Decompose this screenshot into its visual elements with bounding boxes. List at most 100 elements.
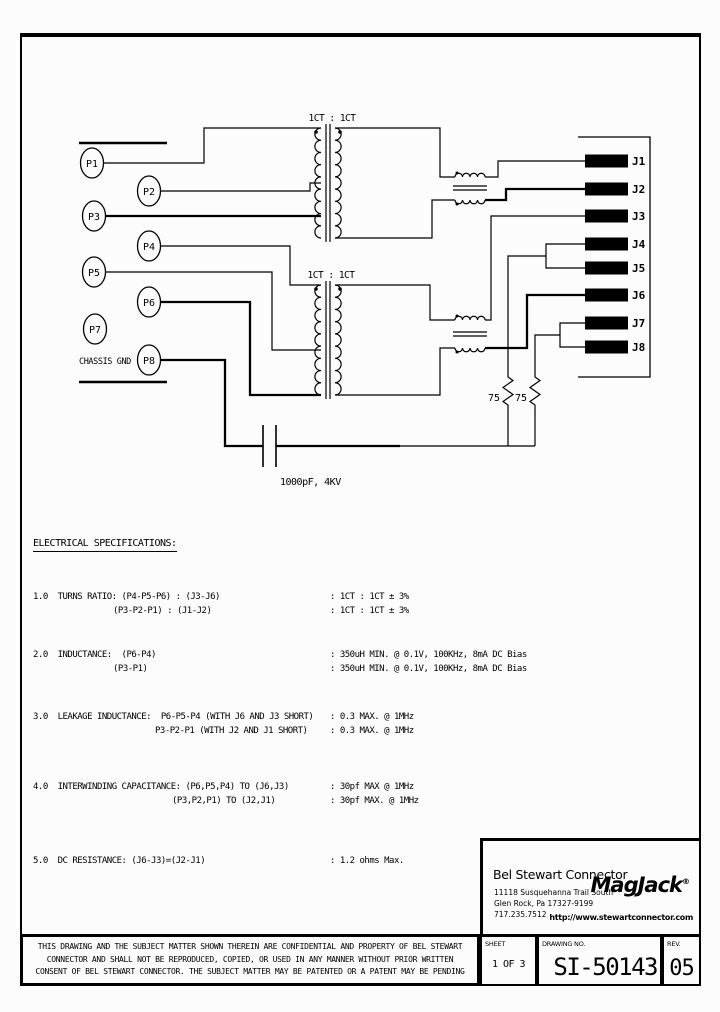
sheet-value: 1 OF 3	[491, 959, 526, 970]
transformer-1-primary-coil	[314, 127, 322, 239]
wires-thin	[103, 127, 585, 447]
pin-p7: P7	[82, 313, 108, 345]
polarity-dot	[455, 202, 459, 206]
wire-p2	[160, 182, 321, 192]
spec-3-line-1-value: : 0.3 MAX. @ 1MHz	[330, 712, 414, 722]
spec-4-line-2-value: : 30pf MAX. @ 1MHz	[330, 796, 419, 806]
pin-j5-label: J5	[632, 262, 645, 275]
rev-label: REV.	[667, 940, 681, 948]
wire-j7-j8-tie	[559, 322, 585, 348]
polarity-dot	[338, 287, 342, 291]
pin-j8-label: J8	[632, 341, 645, 354]
company-address-line1: 11118 Susquehanna Trail South	[494, 888, 614, 897]
spec-1-line-2-value: : 1CT : 1CT ± 3%	[330, 606, 409, 616]
pin-j4-label: J4	[632, 238, 646, 251]
wire-p6	[160, 300, 321, 397]
wire-j4-j5-tie	[545, 243, 585, 269]
transformer-2: 1CT : 1CT	[308, 270, 356, 399]
spec-4-line-2-left: (P3,P2,P1) TO (J2,J1)	[172, 796, 276, 806]
pin-p1-label: P1	[86, 159, 98, 170]
pin-p6-label: P6	[143, 298, 155, 309]
choke-1-bottom-coil	[454, 199, 486, 205]
spec-5-line-1-left: 5.0 DC RESISTANCE: (J6-J3)=(J2-J1)	[33, 856, 206, 866]
pin-j6-pad	[585, 288, 628, 302]
transformer-2-label: 1CT : 1CT	[308, 270, 356, 281]
title-block-company: Bel Stewart Connector 11118 Susquehanna …	[480, 838, 701, 934]
choke-2-top-coil	[454, 315, 486, 321]
wire-p5	[105, 271, 321, 351]
spec-4-line-1-value: : 30pf MAX @ 1MHz	[330, 782, 414, 792]
drawing-no-cell: DRAWING NO. SI-50143	[537, 934, 662, 986]
pin-p4-label: P4	[143, 242, 155, 253]
wire-t2-sec-top	[335, 284, 455, 321]
registered-mark: ®	[682, 877, 690, 886]
wire-j3	[485, 215, 585, 321]
pin-j3-pad	[585, 209, 628, 223]
wire-t2-sec-bottom	[335, 347, 455, 396]
spec-2-line-2-value: : 350uH MIN. @ 0.1V, 100KHz, 8mA DC Bias	[330, 664, 527, 674]
legal-notice-text: THIS DRAWING AND THE SUBJECT MATTER SHOW…	[35, 942, 465, 977]
resistor-1-value: 75	[488, 393, 500, 404]
pin-j5-pad	[585, 261, 628, 275]
spec-5-line-1-value: : 1.2 ohms Max.	[330, 856, 404, 866]
spec-1-line-1-value: : 1CT : 1CT ± 3%	[330, 592, 409, 602]
choke-1-top-coil	[454, 172, 486, 178]
magjack-logo-text: MagJack	[590, 873, 683, 897]
pin-j2-pad	[585, 182, 628, 196]
polarity-dot	[455, 350, 459, 354]
transformer-2-secondary-coil	[334, 284, 342, 396]
circuit-schematic: 1CT : 1CT 1CT : 1CT	[79, 113, 651, 488]
resistor-2-value: 75	[515, 393, 527, 404]
pin-p5-label: P5	[88, 268, 100, 279]
pin-p1: P1	[79, 147, 105, 179]
polarity-dot	[455, 171, 459, 175]
choke-1	[453, 171, 487, 206]
capacitor: 1000pF, 4KV	[262, 425, 342, 488]
resistor-1: 75	[488, 373, 515, 413]
company-phone: 717.235.7512	[494, 910, 547, 919]
spec-4-line-1-left: 4.0 INTERWINDING CAPACITANCE: (P6,P5,P4)…	[33, 782, 289, 792]
wire-t1-sec-bottom	[335, 199, 455, 239]
spec-2-line-1-value: : 350uH MIN. @ 0.1V, 100KHz, 8mA DC Bias	[330, 650, 527, 660]
p-pins: P1 P2 P3 P4 P5 P6	[79, 147, 162, 376]
pin-p8: P8	[136, 344, 162, 376]
polarity-dot	[314, 130, 318, 134]
legal-notice-box: THIS DRAWING AND THE SUBJECT MATTER SHOW…	[20, 934, 480, 986]
edge-bars	[79, 141, 167, 384]
chassis-gnd-label: CHASSIS GND	[79, 357, 131, 367]
company-address-line2: Glen Rock, Pa 17327-9199	[494, 899, 594, 908]
pin-p3-label: P3	[88, 212, 100, 223]
spec-1-line-1-left: 1.0 TURNS RATIO: (P4-P5-P6) : (J3-J6)	[33, 592, 220, 602]
pin-p6: P6	[136, 286, 162, 318]
wire-p4	[160, 245, 321, 286]
pin-j2-label: J2	[632, 183, 645, 196]
wire-p8-chassis	[160, 358, 263, 448]
wire-p1	[103, 127, 321, 164]
drawing-border-frame	[20, 33, 701, 934]
pin-j1-label: J1	[632, 155, 646, 168]
wire-tie-to-resistor1	[507, 255, 546, 373]
spec-3-line-2-value: : 0.3 MAX. @ 1MHz	[330, 726, 414, 736]
wire-j2	[485, 187, 585, 202]
company-website: http://www.stewartconnector.com	[549, 913, 693, 922]
pin-j1-pad	[585, 154, 628, 168]
drawing-no-label: DRAWING NO.	[542, 940, 586, 948]
rev-value: 05	[669, 956, 695, 981]
polarity-dot	[338, 130, 342, 134]
pin-j8-pad	[585, 340, 628, 354]
pin-p2: P2	[136, 175, 162, 207]
transformer-1: 1CT : 1CT	[309, 113, 357, 242]
rev-cell: REV. 05	[662, 934, 701, 986]
capacitor-value: 1000pF, 4KV	[280, 477, 341, 488]
connector-outline	[578, 136, 651, 378]
wire-t1-sec-top	[335, 127, 455, 178]
wire-tie-to-resistor2	[534, 334, 560, 373]
spec-1-line-2-left: (P3-P2-P1) : (J1-J2)	[113, 606, 212, 616]
pin-j6-label: J6	[632, 289, 646, 302]
resistor-2: 75	[515, 373, 542, 413]
pin-p5: P5	[81, 256, 107, 288]
transformer-1-label: 1CT : 1CT	[309, 113, 357, 124]
spec-2-line-1-left: 2.0 INDUCTANCE: (P6-P4)	[33, 650, 156, 660]
pin-j4-pad	[585, 237, 628, 251]
